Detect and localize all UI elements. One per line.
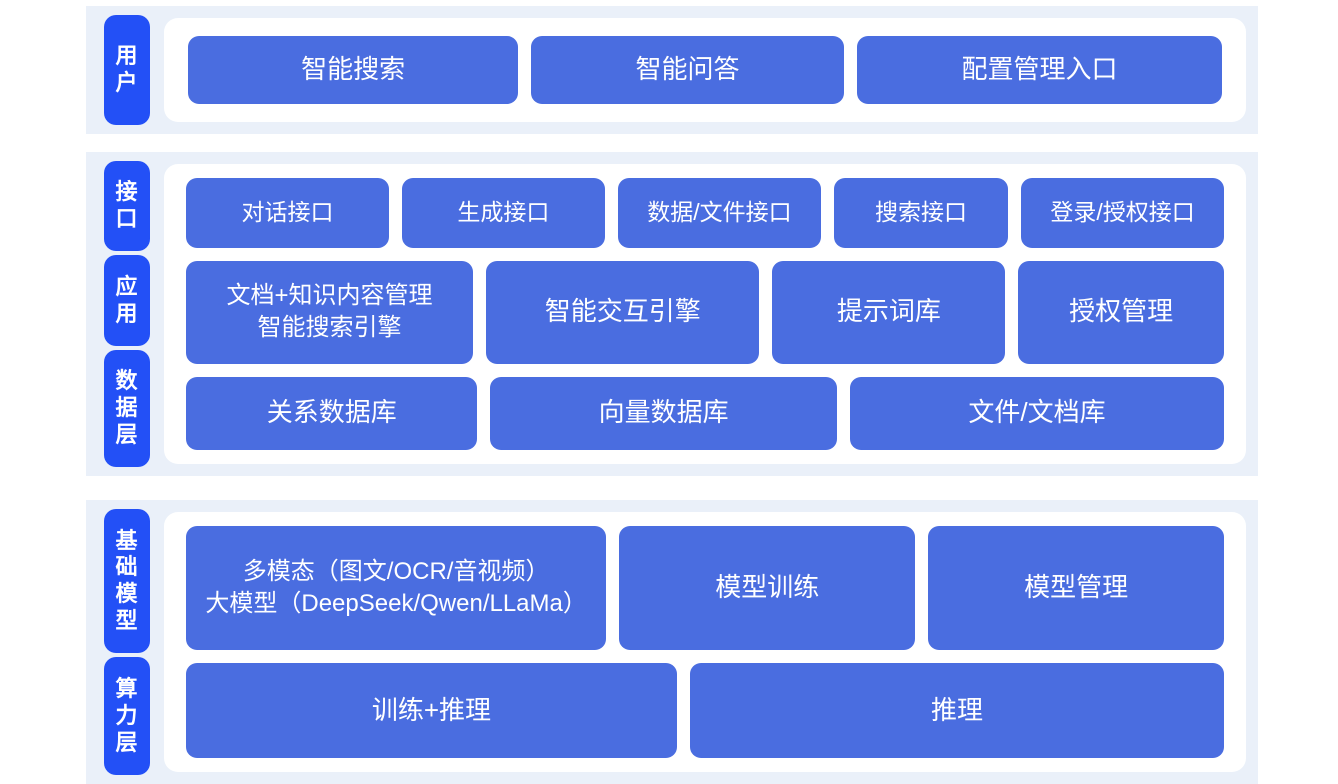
box-smart-interaction-engine[interactable]: 智能交互引擎 bbox=[486, 260, 760, 364]
panel-infrastructure: 多模态（图文/OCR/音视频） 大模型（DeepSeek/Qwen/LLaMa）… bbox=[164, 512, 1246, 772]
box-training-inference[interactable]: 训练+推理 bbox=[186, 663, 677, 759]
panel-platform: 对话接口 生成接口 数据/文件接口 搜索接口 登录/授权接口 文档+知识内容管理… bbox=[164, 164, 1246, 464]
layer-tab-interface-label: 接口 bbox=[115, 179, 139, 232]
box-smart-qa[interactable]: 智能问答 bbox=[531, 36, 844, 104]
box-model-training[interactable]: 模型训练 bbox=[619, 526, 916, 651]
layer-tab-data[interactable]: 数据层 bbox=[104, 349, 150, 467]
box-search-api[interactable]: 搜索接口 bbox=[833, 178, 1009, 248]
user-row: 智能搜索 智能问答 配置管理入口 bbox=[188, 36, 1223, 104]
layer-tab-application-label: 应用 bbox=[115, 273, 139, 326]
box-login-auth-api[interactable]: 登录/授权接口 bbox=[1021, 178, 1224, 248]
box-inference[interactable]: 推理 bbox=[689, 663, 1224, 759]
layer-tab-user-label: 用户 bbox=[115, 43, 139, 95]
layer-label-column-platform: 接口 应用 数据层 bbox=[86, 152, 164, 476]
layer-tab-compute-label: 算力层 bbox=[115, 675, 139, 755]
box-prompt-library[interactable]: 提示词库 bbox=[772, 260, 1006, 364]
layer-tab-application[interactable]: 应用 bbox=[104, 255, 150, 346]
layer-tab-data-label: 数据层 bbox=[115, 368, 139, 447]
box-relational-database[interactable]: 关系数据库 bbox=[186, 376, 478, 450]
box-authorization-management[interactable]: 授权管理 bbox=[1018, 260, 1224, 364]
box-data-file-api[interactable]: 数据/文件接口 bbox=[617, 178, 821, 248]
section-user: 用户 智能搜索 智能问答 配置管理入口 bbox=[86, 6, 1258, 134]
box-generation-api[interactable]: 生成接口 bbox=[401, 178, 605, 248]
box-document-knowledge-management[interactable]: 文档+知识内容管理 智能搜索引擎 bbox=[186, 260, 474, 364]
model-row: 多模态（图文/OCR/音视频） 大模型（DeepSeek/Qwen/LLaMa）… bbox=[186, 526, 1225, 651]
box-multimodal-large-model[interactable]: 多模态（图文/OCR/音视频） 大模型（DeepSeek/Qwen/LLaMa） bbox=[186, 526, 607, 651]
interface-row: 对话接口 生成接口 数据/文件接口 搜索接口 登录/授权接口 bbox=[186, 178, 1224, 248]
section-platform: 接口 应用 数据层 对话接口 生成接口 数据/文件接口 搜索接口 登录/授权接口… bbox=[86, 152, 1258, 476]
section-infrastructure: 基础模型 算力层 多模态（图文/OCR/音视频） 大模型（DeepSeek/Qw… bbox=[86, 500, 1258, 784]
box-dialog-api[interactable]: 对话接口 bbox=[186, 178, 389, 248]
application-row: 文档+知识内容管理 智能搜索引擎 智能交互引擎 提示词库 授权管理 bbox=[186, 260, 1224, 364]
layer-tab-compute[interactable]: 算力层 bbox=[104, 657, 150, 776]
layer-tab-interface[interactable]: 接口 bbox=[104, 161, 150, 252]
layer-label-column-user: 用户 bbox=[86, 6, 164, 134]
data-row: 关系数据库 向量数据库 文件/文档库 bbox=[186, 376, 1224, 450]
box-file-document-store[interactable]: 文件/文档库 bbox=[849, 376, 1224, 450]
compute-row: 训练+推理 推理 bbox=[186, 663, 1224, 759]
box-vector-database[interactable]: 向量数据库 bbox=[490, 376, 837, 450]
panel-user: 智能搜索 智能问答 配置管理入口 bbox=[164, 18, 1246, 122]
box-config-management-entry[interactable]: 配置管理入口 bbox=[856, 36, 1223, 104]
layer-tab-foundation-model[interactable]: 基础模型 bbox=[104, 509, 150, 654]
box-model-management[interactable]: 模型管理 bbox=[928, 526, 1225, 651]
layer-tab-user[interactable]: 用户 bbox=[104, 15, 150, 125]
box-smart-search[interactable]: 智能搜索 bbox=[188, 36, 519, 104]
layer-tab-foundation-model-label: 基础模型 bbox=[115, 527, 139, 634]
layer-label-column-infrastructure: 基础模型 算力层 bbox=[86, 500, 164, 784]
